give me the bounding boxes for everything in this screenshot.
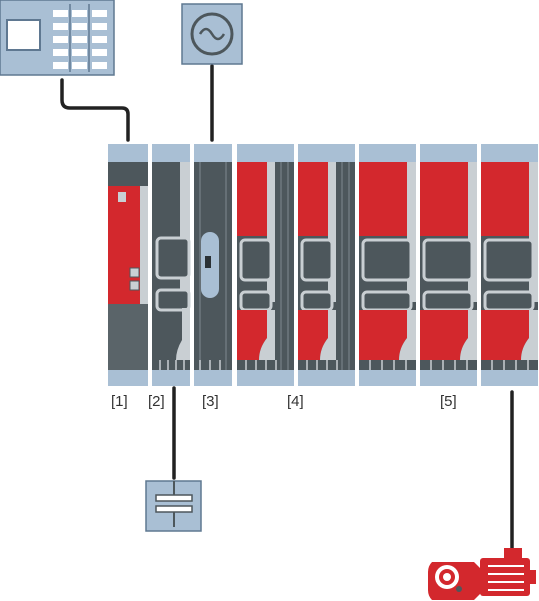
module-2-dc-link [152, 144, 191, 386]
module-label-3: [3] [202, 393, 219, 410]
module-label-4: [4] [287, 393, 304, 410]
module-label-2: [2] [148, 393, 165, 410]
module-label-5: [5] [440, 393, 457, 410]
module-5-axis-b [420, 144, 477, 386]
gear-motor-icon [428, 548, 536, 600]
module-5-axis-c [481, 144, 538, 386]
module-5-axis-a [359, 144, 416, 386]
controller-icon [0, 0, 115, 76]
controller-cable [60, 78, 130, 142]
cables [60, 64, 514, 550]
ac-supply-icon [181, 3, 243, 65]
module-label-1: [1] [111, 393, 128, 410]
module-1-controller-card [108, 144, 148, 386]
capacitor-module-icon [145, 480, 202, 532]
module-4-axis-b [298, 144, 355, 386]
module-4-axis-a [237, 144, 294, 386]
module-3-supply [194, 144, 232, 386]
